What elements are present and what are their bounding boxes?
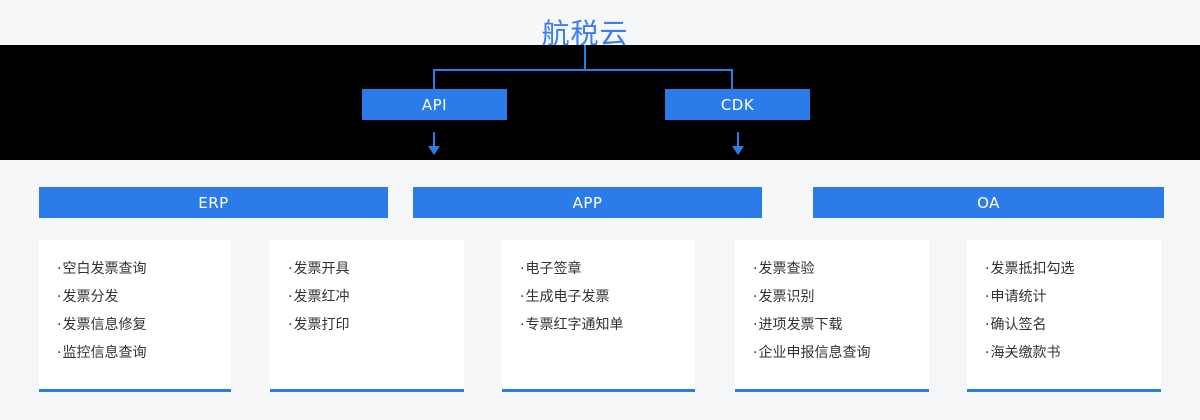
bullet-dot: · [57,289,62,305]
section-bar-erp: ERP [39,187,388,218]
section-bar-app: APP [413,187,762,218]
list-item-label: 生成电子发票 [525,289,610,305]
list-item: ·发票抵扣勾选 [985,255,1153,283]
list-item-label: 发票红冲 [293,289,350,305]
list-item-label: 发票抵扣勾选 [990,261,1075,277]
list-item: ·生成电子发票 [520,283,687,311]
list-item-label: 申请统计 [990,289,1047,305]
list-item-label: 确认签名 [990,317,1047,333]
list-item-label: 发票识别 [758,289,815,305]
bullet-dot: · [288,289,293,305]
bullet-dot: · [753,345,758,361]
bullet-dot: · [985,345,990,361]
bullet-dot: · [288,317,293,333]
list-item-label: 空白发票查询 [62,261,147,277]
cdk-node: CDK [665,89,810,120]
list-item: ·发票红冲 [288,283,456,311]
list-item-label: 发票打印 [293,317,350,333]
list-item: ·发票查验 [753,255,921,283]
feature-card-oa-1: ·发票查验·发票识别·进项发票下载·企业申报信息查询 [735,240,929,392]
bullet-dot: · [753,261,758,277]
bullet-dot: · [57,261,62,277]
list-item: ·海关缴款书 [985,339,1153,367]
list-item-label: 发票查验 [758,261,815,277]
connector-line-horizontal [433,69,733,71]
bullet-dot: · [985,317,990,333]
list-item: ·发票分发 [57,283,223,311]
list-item: ·电子签章 [520,255,687,283]
list-item: ·确认签名 [985,311,1153,339]
list-item-label: 监控信息查询 [62,345,147,361]
list-item: ·发票识别 [753,283,921,311]
arrow-down-icon [732,146,744,155]
page-title: 航税云 [541,17,629,50]
bullet-dot: · [288,261,293,277]
bullet-dot: · [520,289,525,305]
bullet-dot: · [753,317,758,333]
api-node: API [362,89,507,120]
feature-card-erp-2: ·发票开具·发票红冲·发票打印 [270,240,464,392]
bullet-dot: · [753,289,758,305]
list-item: ·申请统计 [985,283,1153,311]
bullet-dot: · [985,289,990,305]
list-item: ·空白发票查询 [57,255,223,283]
list-item-label: 企业申报信息查询 [758,345,871,361]
connector-band: API CDK [0,45,1200,160]
connector-line-drop-cdk [731,69,733,89]
list-item-label: 发票开具 [293,261,350,277]
list-item: ·企业申报信息查询 [753,339,921,367]
list-item: ·专票红字通知单 [520,311,687,339]
list-item-label: 专票红字通知单 [525,317,624,333]
feature-card-oa-2: ·发票抵扣勾选·申请统计·确认签名·海关缴款书 [967,240,1161,392]
list-item-label: 发票信息修复 [62,317,147,333]
feature-card-app: ·电子签章·生成电子发票·专票红字通知单 [502,240,695,392]
bullet-dot: · [57,345,62,361]
list-item: ·监控信息查询 [57,339,223,367]
list-item: ·发票打印 [288,311,456,339]
connector-line-drop-api [433,69,435,89]
bullet-dot: · [985,261,990,277]
section-bar-oa: OA [813,187,1164,218]
list-item: ·发票开具 [288,255,456,283]
feature-card-erp-1: ·空白发票查询·发票分发·发票信息修复·监控信息查询 [39,240,231,392]
bullet-dot: · [57,317,62,333]
connector-line-title-stem [584,45,586,70]
list-item: ·发票信息修复 [57,311,223,339]
bullet-dot: · [520,261,525,277]
arrow-down-icon [737,132,739,147]
arrow-down-icon [433,132,435,147]
bullet-dot: · [520,317,525,333]
list-item-label: 电子签章 [525,261,582,277]
list-item-label: 发票分发 [62,289,119,305]
list-item: ·进项发票下载 [753,311,921,339]
list-item-label: 进项发票下载 [758,317,843,333]
arrow-down-icon [428,146,440,155]
list-item-label: 海关缴款书 [990,345,1061,361]
